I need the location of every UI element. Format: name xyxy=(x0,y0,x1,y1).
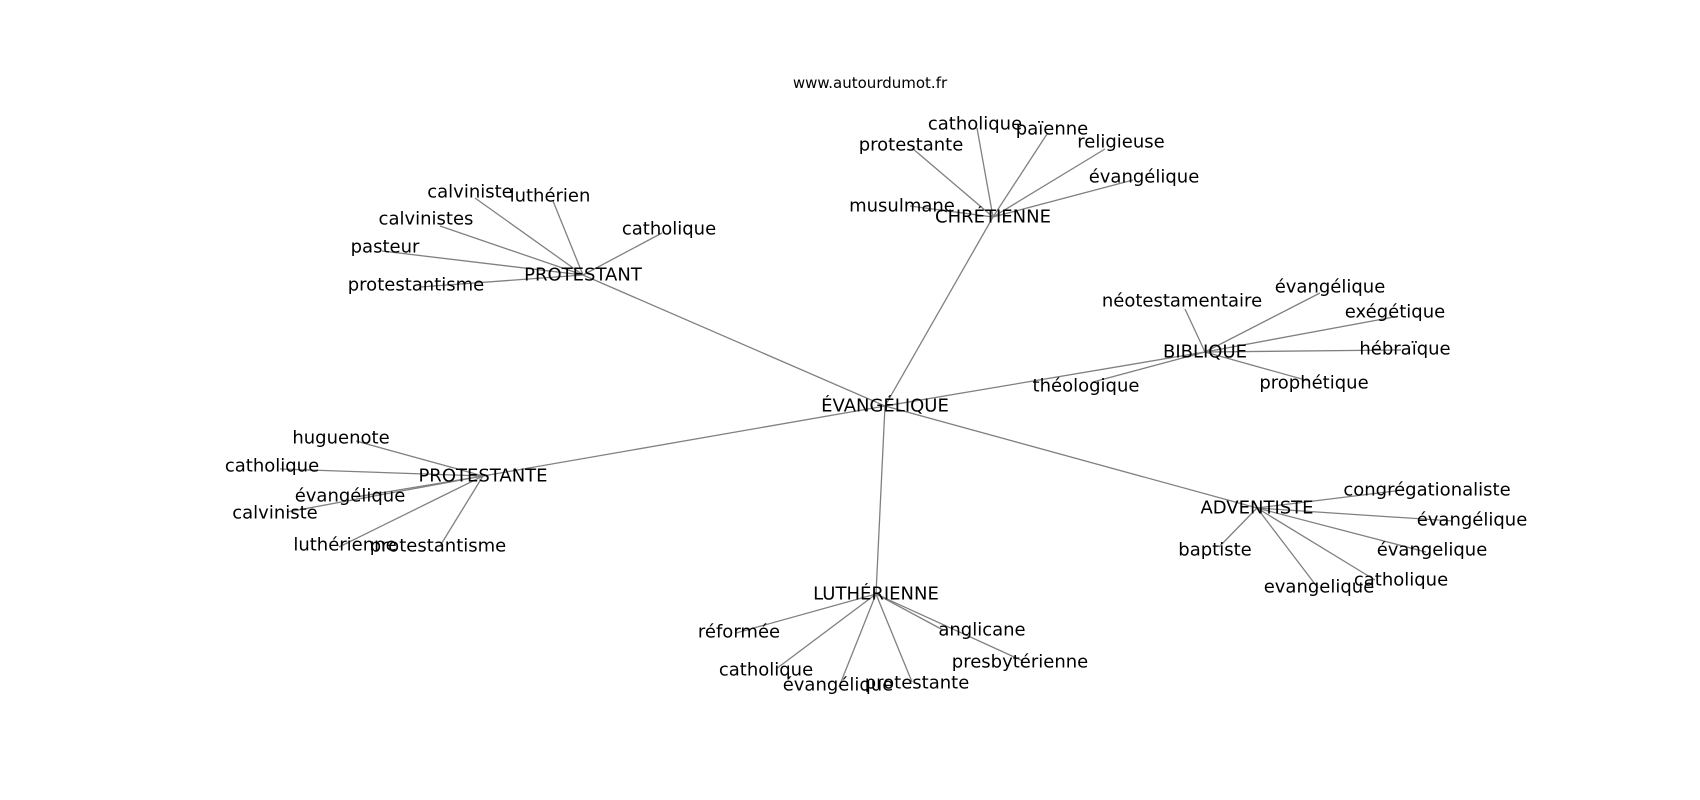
edge-chretienne-leaf-4 xyxy=(992,179,1134,218)
leaf-label-lutherienne-3[interactable]: catholique xyxy=(719,660,813,681)
edge-protestant-leaf-3 xyxy=(582,232,663,276)
edge-adventiste-leaf-2 xyxy=(1218,507,1258,548)
leaf-label-chretienne-1[interactable]: païenne xyxy=(1016,119,1088,140)
edge-center-protestant xyxy=(582,274,886,407)
edge-protestante-leaf-0 xyxy=(355,440,484,477)
leaf-label-protestant-2[interactable]: calvinistes xyxy=(379,209,474,230)
edge-protestant-leaf-4 xyxy=(381,250,584,276)
edge-lutherienne-leaf-3 xyxy=(775,593,877,670)
edge-protestant-leaf-1 xyxy=(552,200,584,276)
graph-labels: www.autourdumot.fr ÉVANGÉLIQUE PROTESTAN… xyxy=(225,74,1527,696)
leaf-label-adventiste-3[interactable]: évangelique xyxy=(1377,540,1488,561)
leaf-label-lutherienne-1[interactable]: anglicane xyxy=(938,620,1025,641)
leaf-label-lutherienne-0[interactable]: réformée xyxy=(698,622,780,643)
hub-label-lutherienne[interactable]: LUTHÉRIENNE xyxy=(813,583,939,605)
edge-lutherienne-leaf-4 xyxy=(838,593,877,688)
edge-biblique-leaf-4 xyxy=(1092,351,1206,383)
edge-adventiste-leaf-1 xyxy=(1256,507,1454,522)
hub-label-adventiste[interactable]: ADVENTISTE xyxy=(1200,498,1313,519)
edge-biblique-leaf-5 xyxy=(1204,351,1310,382)
hub-label-protestante[interactable]: PROTESTANTE xyxy=(418,466,547,487)
hub-label-protestant[interactable]: PROTESTANT xyxy=(524,265,643,286)
edge-biblique-leaf-3 xyxy=(1204,349,1402,353)
edge-chretienne-leaf-5 xyxy=(909,205,994,218)
leaf-label-adventiste-0[interactable]: congrégationaliste xyxy=(1343,480,1510,501)
edge-center-biblique xyxy=(884,351,1206,407)
edge-lutherienne-leaf-1 xyxy=(875,593,944,631)
leaf-label-protestante-4[interactable]: luthérienne xyxy=(293,535,396,556)
leaf-label-chretienne-2[interactable]: protestante xyxy=(859,135,964,156)
edge-center-protestante xyxy=(482,405,886,477)
leaf-label-biblique-2[interactable]: exégétique xyxy=(1345,302,1445,323)
leaf-label-biblique-0[interactable]: néotestamentaire xyxy=(1102,291,1262,312)
leaf-label-biblique-5[interactable]: prophétique xyxy=(1259,373,1368,394)
edge-biblique-leaf-0 xyxy=(1184,308,1206,353)
leaf-label-protestant-3[interactable]: catholique xyxy=(622,219,716,240)
leaf-label-protestant-1[interactable]: luthérien xyxy=(510,186,591,207)
edge-protestant-leaf-0 xyxy=(474,197,584,276)
leaf-label-protestant-5[interactable]: protestantisme xyxy=(348,275,485,296)
leaf-label-protestante-2[interactable]: évangélique xyxy=(295,486,406,507)
edge-center-chretienne xyxy=(884,216,994,407)
edge-biblique-leaf-1 xyxy=(1204,292,1321,353)
leaf-label-chretienne-0[interactable]: catholique xyxy=(928,114,1022,135)
edge-center-lutherienne xyxy=(875,405,886,595)
leaf-label-adventiste-1[interactable]: évangélique xyxy=(1417,510,1528,531)
center-node-label[interactable]: ÉVANGÉLIQUE xyxy=(821,395,949,417)
leaf-label-biblique-3[interactable]: hébraïque xyxy=(1359,339,1450,360)
edge-protestant-leaf-2 xyxy=(439,225,584,276)
edge-lutherienne-leaf-0 xyxy=(735,593,877,634)
leaf-label-chretienne-3[interactable]: religieuse xyxy=(1077,132,1164,153)
hub-label-biblique[interactable]: BIBLIQUE xyxy=(1163,342,1247,363)
leaf-label-chretienne-5[interactable]: musulmane xyxy=(849,196,955,217)
leaf-label-lutherienne-2[interactable]: presbytérienne xyxy=(952,652,1088,673)
leaf-label-lutherienne-4[interactable]: évangélique xyxy=(783,675,894,696)
leaf-label-adventiste-2[interactable]: baptiste xyxy=(1178,540,1251,561)
leaf-label-biblique-1[interactable]: évangélique xyxy=(1275,277,1386,298)
leaf-label-lutherienne-5[interactable]: protestante xyxy=(865,673,970,694)
edge-protestante-leaf-4 xyxy=(338,475,484,548)
edge-chretienne-leaf-1 xyxy=(992,133,1048,218)
leaf-label-protestante-3[interactable]: calviniste xyxy=(232,503,318,524)
leaf-label-biblique-4[interactable]: théologique xyxy=(1033,376,1140,397)
leaf-label-adventiste-4[interactable]: catholique xyxy=(1354,570,1448,591)
leaf-label-protestant-4[interactable]: pasteur xyxy=(351,237,420,258)
edge-chretienne-leaf-3 xyxy=(992,148,1106,218)
leaf-label-protestante-0[interactable]: huguenote xyxy=(292,428,389,449)
edge-biblique-leaf-2 xyxy=(1204,316,1395,353)
edge-chretienne-leaf-0 xyxy=(976,127,994,218)
edge-lutherienne-leaf-2 xyxy=(875,593,1024,662)
edge-lutherienne-leaf-5 xyxy=(875,593,913,683)
edge-adventiste-leaf-0 xyxy=(1256,489,1404,509)
edge-protestante-leaf-1 xyxy=(279,468,484,477)
hub-label-chretienne[interactable]: CHRÉTIENNE xyxy=(935,206,1051,228)
site-credit[interactable]: www.autourdumot.fr xyxy=(793,74,948,92)
edge-protestante-leaf-5 xyxy=(439,475,484,547)
edge-protestant-leaf-5 xyxy=(419,274,584,288)
edge-adventiste-leaf-3 xyxy=(1256,507,1427,553)
leaf-label-adventiste-5[interactable]: evangelique xyxy=(1264,577,1375,598)
edge-protestante-leaf-3 xyxy=(286,475,484,513)
edge-chretienne-leaf-2 xyxy=(911,147,994,218)
leaf-label-chretienne-4[interactable]: évangélique xyxy=(1089,167,1200,188)
graph-edges xyxy=(279,127,1454,688)
leaf-label-protestante-5[interactable]: protestantisme xyxy=(370,536,507,557)
edge-adventiste-leaf-4 xyxy=(1256,507,1376,581)
leaf-label-protestant-0[interactable]: calviniste xyxy=(427,182,513,203)
edge-center-adventiste xyxy=(884,405,1258,509)
edge-adventiste-leaf-5 xyxy=(1256,507,1319,589)
leaf-label-protestante-1[interactable]: catholique xyxy=(225,456,319,477)
